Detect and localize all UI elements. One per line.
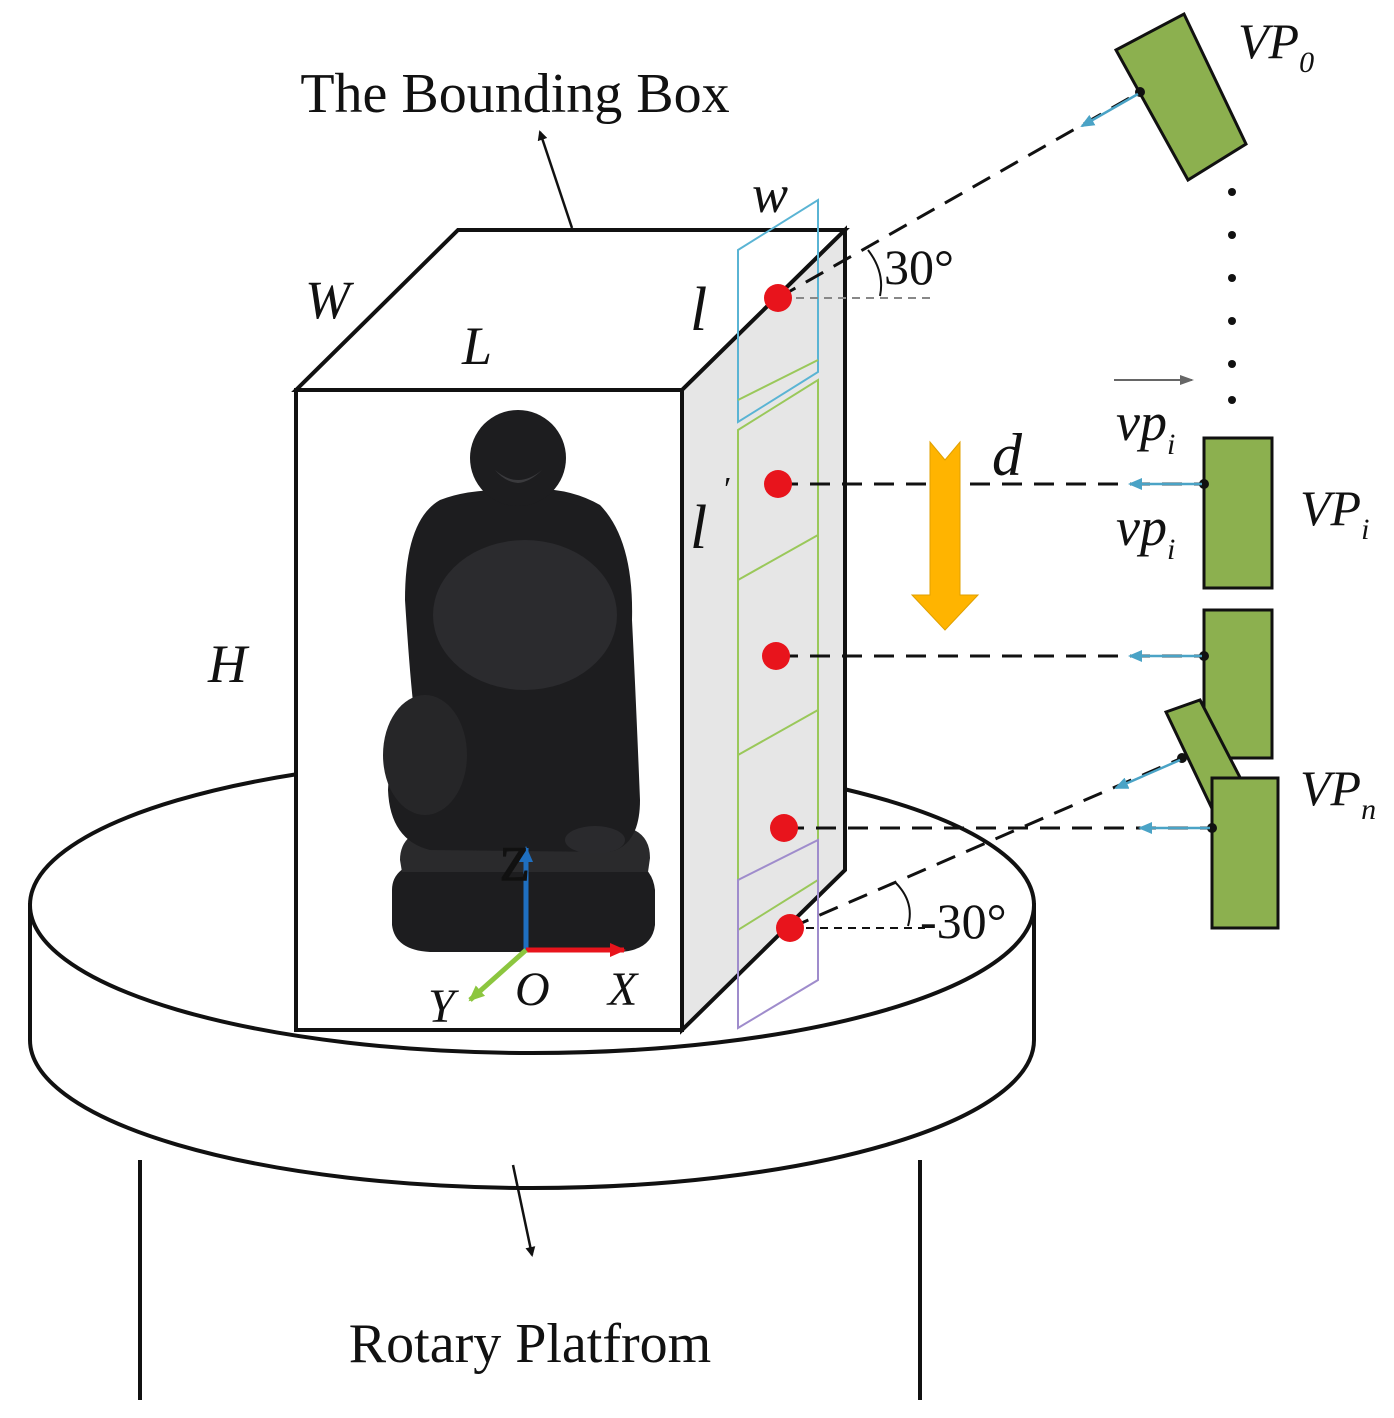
platform-label: Rotary Platfrom (349, 1313, 711, 1375)
angle-bottom-label: -30° (920, 893, 1007, 949)
axis-origin-label: O (515, 963, 550, 1016)
vp-vector-label: vpi (1116, 392, 1175, 461)
dim-w-label: w (752, 164, 788, 224)
dim-l-prime-mark: ′ (724, 471, 731, 508)
dim-W-label: W (305, 270, 355, 330)
sample-points (762, 284, 804, 942)
title-label: The Bounding Box (300, 63, 729, 125)
strip-top-blue (737, 198, 819, 424)
sample-point (776, 914, 804, 942)
dim-L-label: L (461, 316, 492, 376)
strip-bottom-purple (737, 838, 819, 1030)
sample-point (764, 470, 792, 498)
vpn-label: VPn (1300, 760, 1376, 826)
statue-face-highlight (495, 470, 542, 483)
ellipsis-dots (1228, 188, 1236, 404)
ellipsis-dot (1228, 360, 1236, 368)
statue-head (470, 410, 566, 506)
statue-sack (383, 695, 467, 815)
sample-point (770, 814, 798, 842)
axis-x-label: X (606, 963, 639, 1016)
view-arrow (1114, 758, 1181, 790)
angle-arc-top (867, 249, 883, 297)
sight-line-top (777, 90, 1141, 300)
platform-pointer-arrow (511, 1164, 536, 1257)
view-direction-arrows (1080, 92, 1210, 834)
angle-arc-bottom (894, 881, 911, 927)
ellipsis-dot (1228, 274, 1236, 282)
statue-image (383, 410, 655, 952)
statue-foot (565, 826, 625, 854)
camera-vp0 (1113, 11, 1248, 183)
strip-divider-1 (737, 359, 819, 401)
camera-center-dot (1207, 823, 1217, 833)
move-down-arrow (910, 440, 980, 631)
view-arrow (1080, 92, 1139, 128)
ellipsis-dot (1228, 317, 1236, 325)
strip-divider-2 (737, 534, 819, 581)
dim-l-label: l (690, 276, 707, 344)
dim-d-label: d (992, 422, 1023, 488)
sample-point (764, 284, 792, 312)
sample-point (762, 642, 790, 670)
strip-divider-3 (737, 709, 819, 756)
ellipsis-dot (1228, 396, 1236, 404)
ellipsis-dot (1228, 231, 1236, 239)
vp-point-label: vpi (1116, 497, 1175, 566)
angle-top-label: 30° (884, 239, 954, 295)
viewpoint-labels: VP0 VPi VPn vpi vpi (1114, 13, 1376, 826)
angle-references: 30° -30° (782, 239, 1007, 949)
axis-y-arrow (468, 948, 528, 1002)
axes: Z X Y O (428, 837, 639, 1033)
title-pointer-arrow (537, 130, 574, 229)
cameras (1113, 11, 1280, 930)
camera-center-dot (1199, 479, 1209, 489)
camera-vpn (1210, 776, 1280, 930)
axis-z-label: Z (500, 838, 529, 891)
camera-vpi (1202, 436, 1274, 590)
vp0-label: VP0 (1238, 13, 1314, 79)
dim-l-prime-label: l (690, 494, 707, 562)
box-labels: The Bounding Box W L H w l l ′ d (207, 63, 1023, 694)
vpi-label: VPi (1300, 480, 1369, 546)
ellipsis-dot (1228, 188, 1236, 196)
statue-belly (433, 540, 617, 690)
camera-center-dot (1199, 651, 1209, 661)
axis-y-label: Y (428, 980, 459, 1033)
dim-H-label: H (207, 634, 250, 694)
